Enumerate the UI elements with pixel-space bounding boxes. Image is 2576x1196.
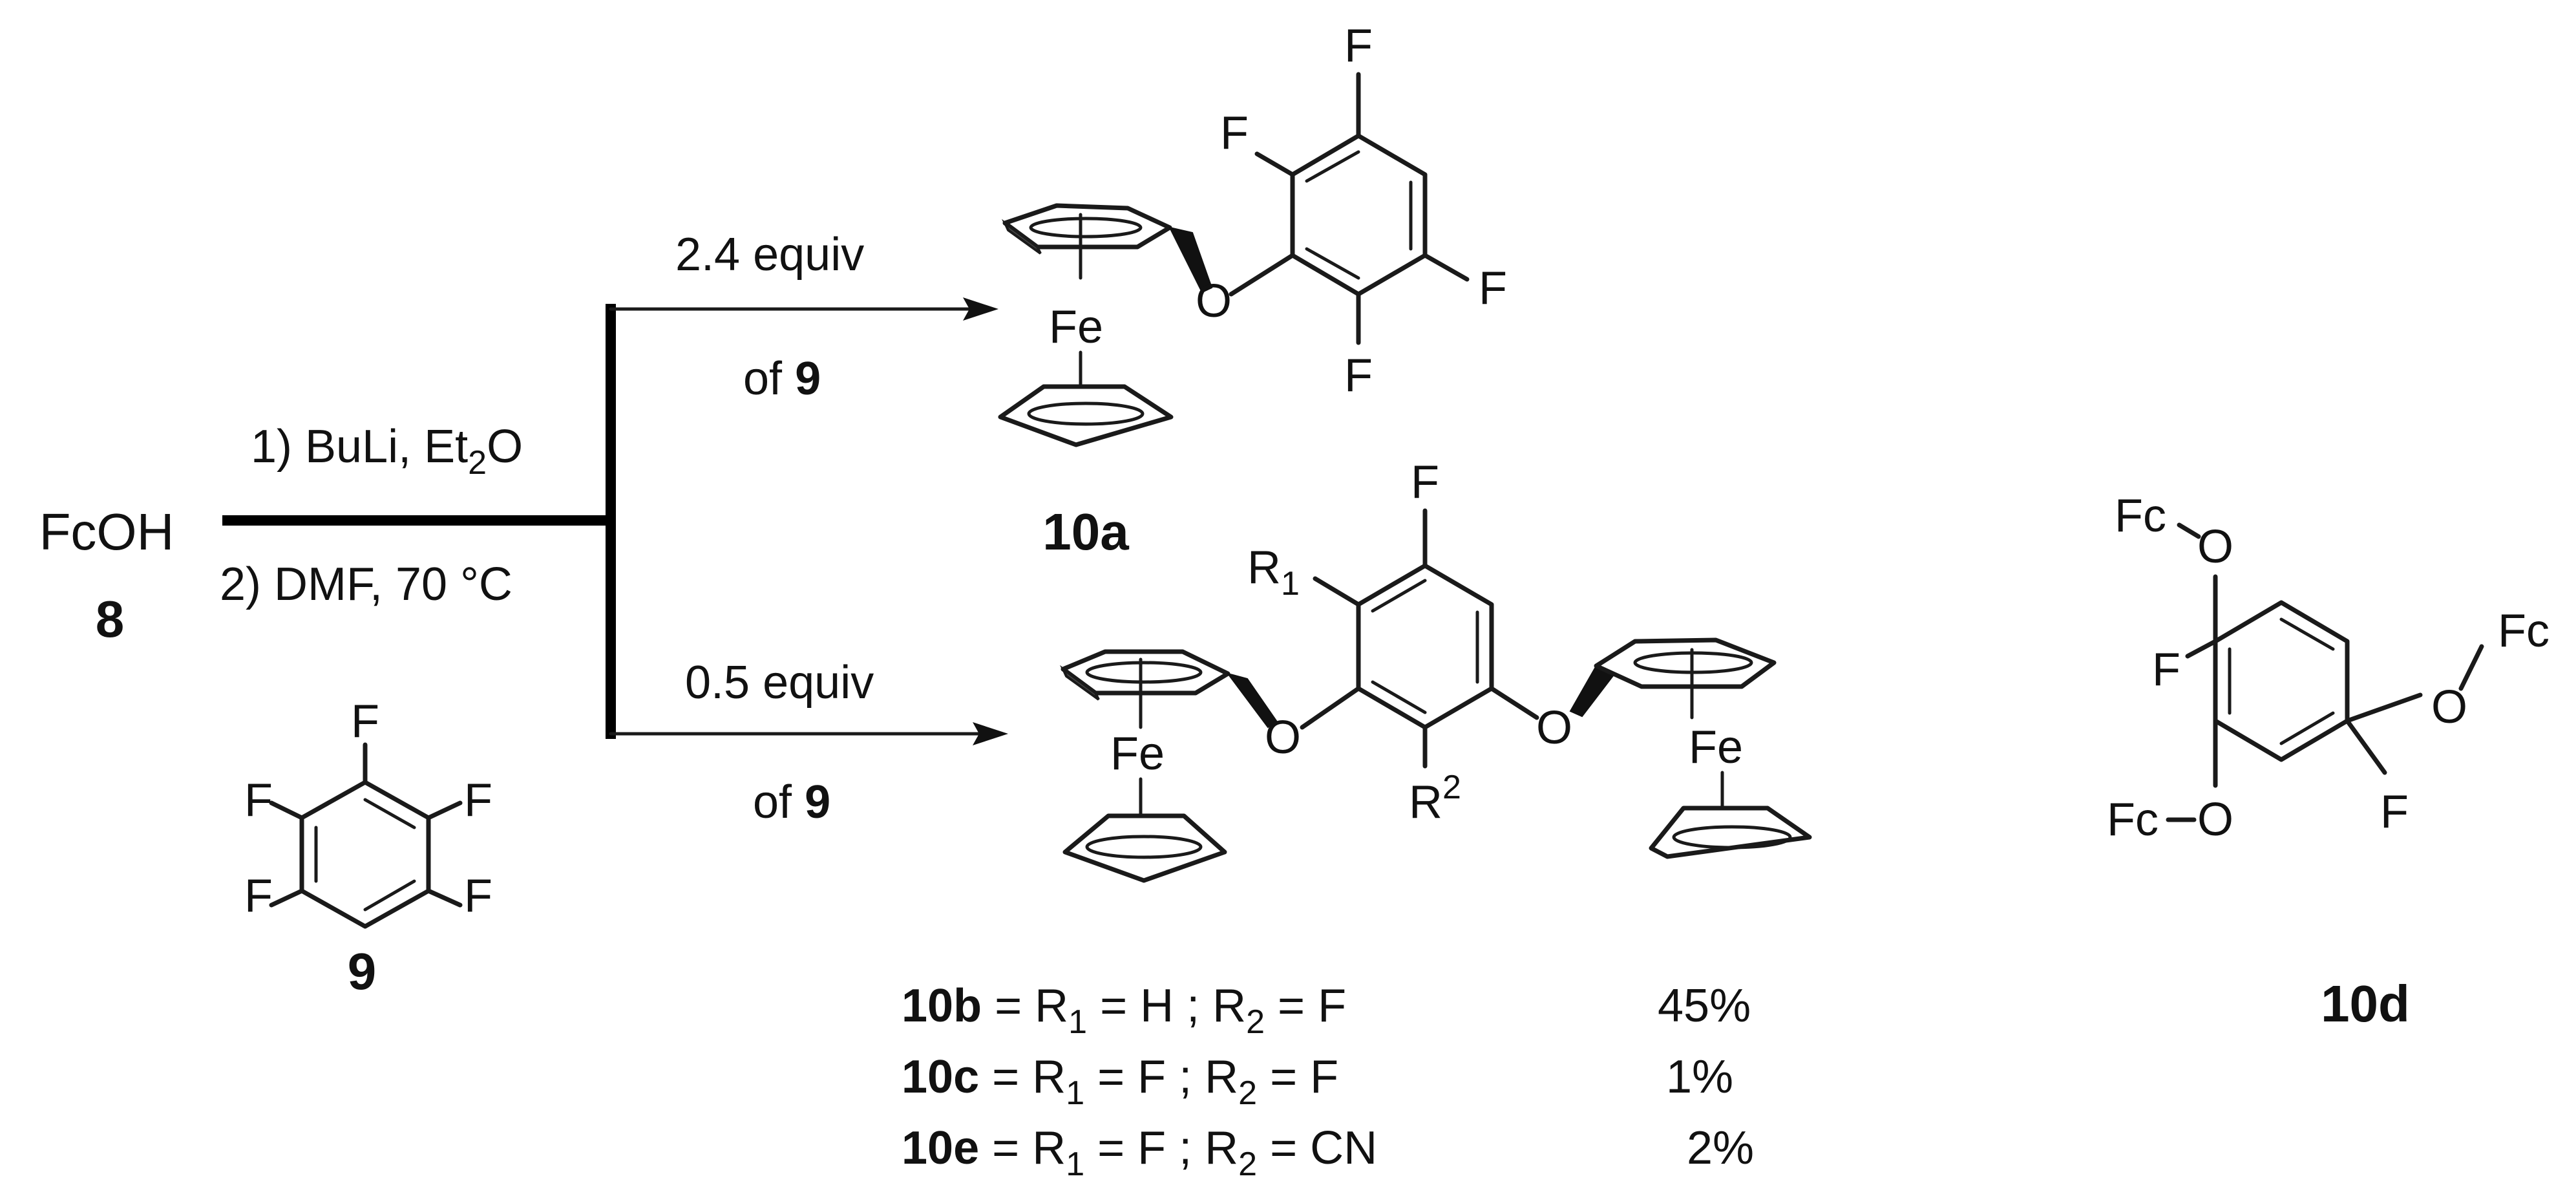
r2-label: R2 — [1409, 769, 1461, 828]
fluorine-label: F — [2380, 786, 2409, 838]
fluorine-label: F — [2152, 644, 2180, 696]
product-10d-label: 10d — [2321, 975, 2410, 1032]
bond-f-lower-right — [426, 888, 463, 908]
condition-step-2: 2) DMF, 70 °C — [220, 559, 512, 610]
double-bond-9a — [363, 798, 416, 829]
yield-row-10e: 10e = R1 = F ; R2 = CN — [902, 1122, 1377, 1183]
yield-row-10c: 10c = R1 = F ; R2 = F — [902, 1051, 1338, 1112]
fluorine-label: F — [244, 870, 273, 922]
fluorine-label: F — [464, 774, 492, 826]
cyclopentadienyl-ring-right-bottom — [1649, 771, 1812, 859]
product-10a: Fe O F F F F 10a — [998, 20, 1507, 561]
bottom-arrow-head — [973, 722, 1008, 745]
yield-value-10e: 2% — [1687, 1122, 1754, 1174]
oxygen-label: O — [1536, 702, 1572, 754]
starting-material-8: FcOH 8 — [39, 503, 174, 648]
fluorine-label: F — [1344, 20, 1373, 72]
wedge-bond — [1226, 672, 1278, 729]
starting-material-formula: FcOH — [39, 503, 174, 561]
cyclopentadienyl-ring-left-bottom — [1062, 777, 1227, 883]
product-10b-scaffold: Fe O F R1 R2 O Fe — [1059, 456, 1812, 883]
bottom-branch-arrow: 0.5 equiv of 9 — [609, 657, 1008, 828]
oxygen-label: O — [2197, 794, 2233, 846]
fluorine-label: F — [1411, 456, 1439, 508]
cyclopentadienyl-ring-top — [1001, 203, 1172, 280]
fluorine-label: F — [1344, 350, 1373, 401]
bond-f-right — [426, 800, 463, 820]
ferrocenyl-label: Fc — [2107, 794, 2159, 846]
benzene-ring-9 — [299, 780, 431, 929]
starting-material-number: 8 — [96, 590, 125, 648]
yield-value-10b: 45% — [1658, 980, 1751, 1032]
oxygen-label: O — [1265, 712, 1301, 764]
top-branch-arrow: 2.4 equiv of 9 — [609, 229, 998, 405]
reaction-conditions: 1) BuLi, Et2O 2) DMF, 70 °C — [220, 421, 523, 610]
top-arrow-head — [963, 297, 998, 321]
benzene-ring-10b — [1356, 563, 1494, 730]
pentafluorobenzene-9: F F F F F 9 — [244, 696, 492, 1000]
pentafluorobenzene-number: 9 — [348, 943, 377, 1000]
r1-label: R1 — [1247, 542, 1300, 603]
iron-label: Fe — [1110, 728, 1165, 780]
benzene-ring-10d — [2213, 600, 2350, 762]
fluorine-label: F — [244, 774, 273, 826]
oxygen-label: O — [1196, 275, 1232, 327]
ferrocenyl-label: Fc — [2498, 605, 2550, 657]
product-10d: O Fc O Fc O Fc F F 10d — [2107, 490, 2550, 1032]
fluorine-label: F — [464, 870, 492, 922]
top-branch-reagent: of 9 — [743, 353, 821, 405]
oxygen-label: O — [2197, 521, 2233, 573]
product-10a-label: 10a — [1042, 503, 1129, 561]
bottom-branch-amount: 0.5 equiv — [685, 657, 874, 709]
fluorine-label: F — [351, 696, 379, 747]
double-bond-9b — [363, 879, 416, 912]
benzene-ring-10a — [1290, 133, 1428, 297]
bond-f-lower-left — [269, 888, 304, 908]
yield-row-10b: 10b = R1 = H ; R2 = F — [902, 980, 1346, 1041]
main-reaction-arrow — [222, 304, 616, 739]
cyclopentadienyl-ring-bottom — [998, 350, 1174, 447]
top-branch-amount: 2.4 equiv — [675, 229, 864, 281]
wedge-bond — [1168, 226, 1213, 294]
cyclopentadienyl-ring-right-top — [1594, 637, 1777, 720]
fluorine-label: F — [1479, 262, 1507, 314]
yield-table: 10b = R1 = H ; R2 = F 45% 10c = R1 = F ;… — [902, 980, 1754, 1183]
bond-f-left — [269, 800, 304, 820]
ferrocenyl-label: Fc — [2115, 490, 2166, 542]
iron-label: Fe — [1689, 721, 1743, 773]
condition-step-1: 1) BuLi, Et2O — [251, 421, 523, 482]
fluorine-label: F — [1220, 107, 1249, 159]
iron-label: Fe — [1049, 301, 1103, 353]
cyclopentadienyl-ring-left-top — [1059, 649, 1230, 729]
bottom-branch-reagent: of 9 — [753, 776, 830, 828]
yield-value-10c: 1% — [1666, 1051, 1733, 1103]
